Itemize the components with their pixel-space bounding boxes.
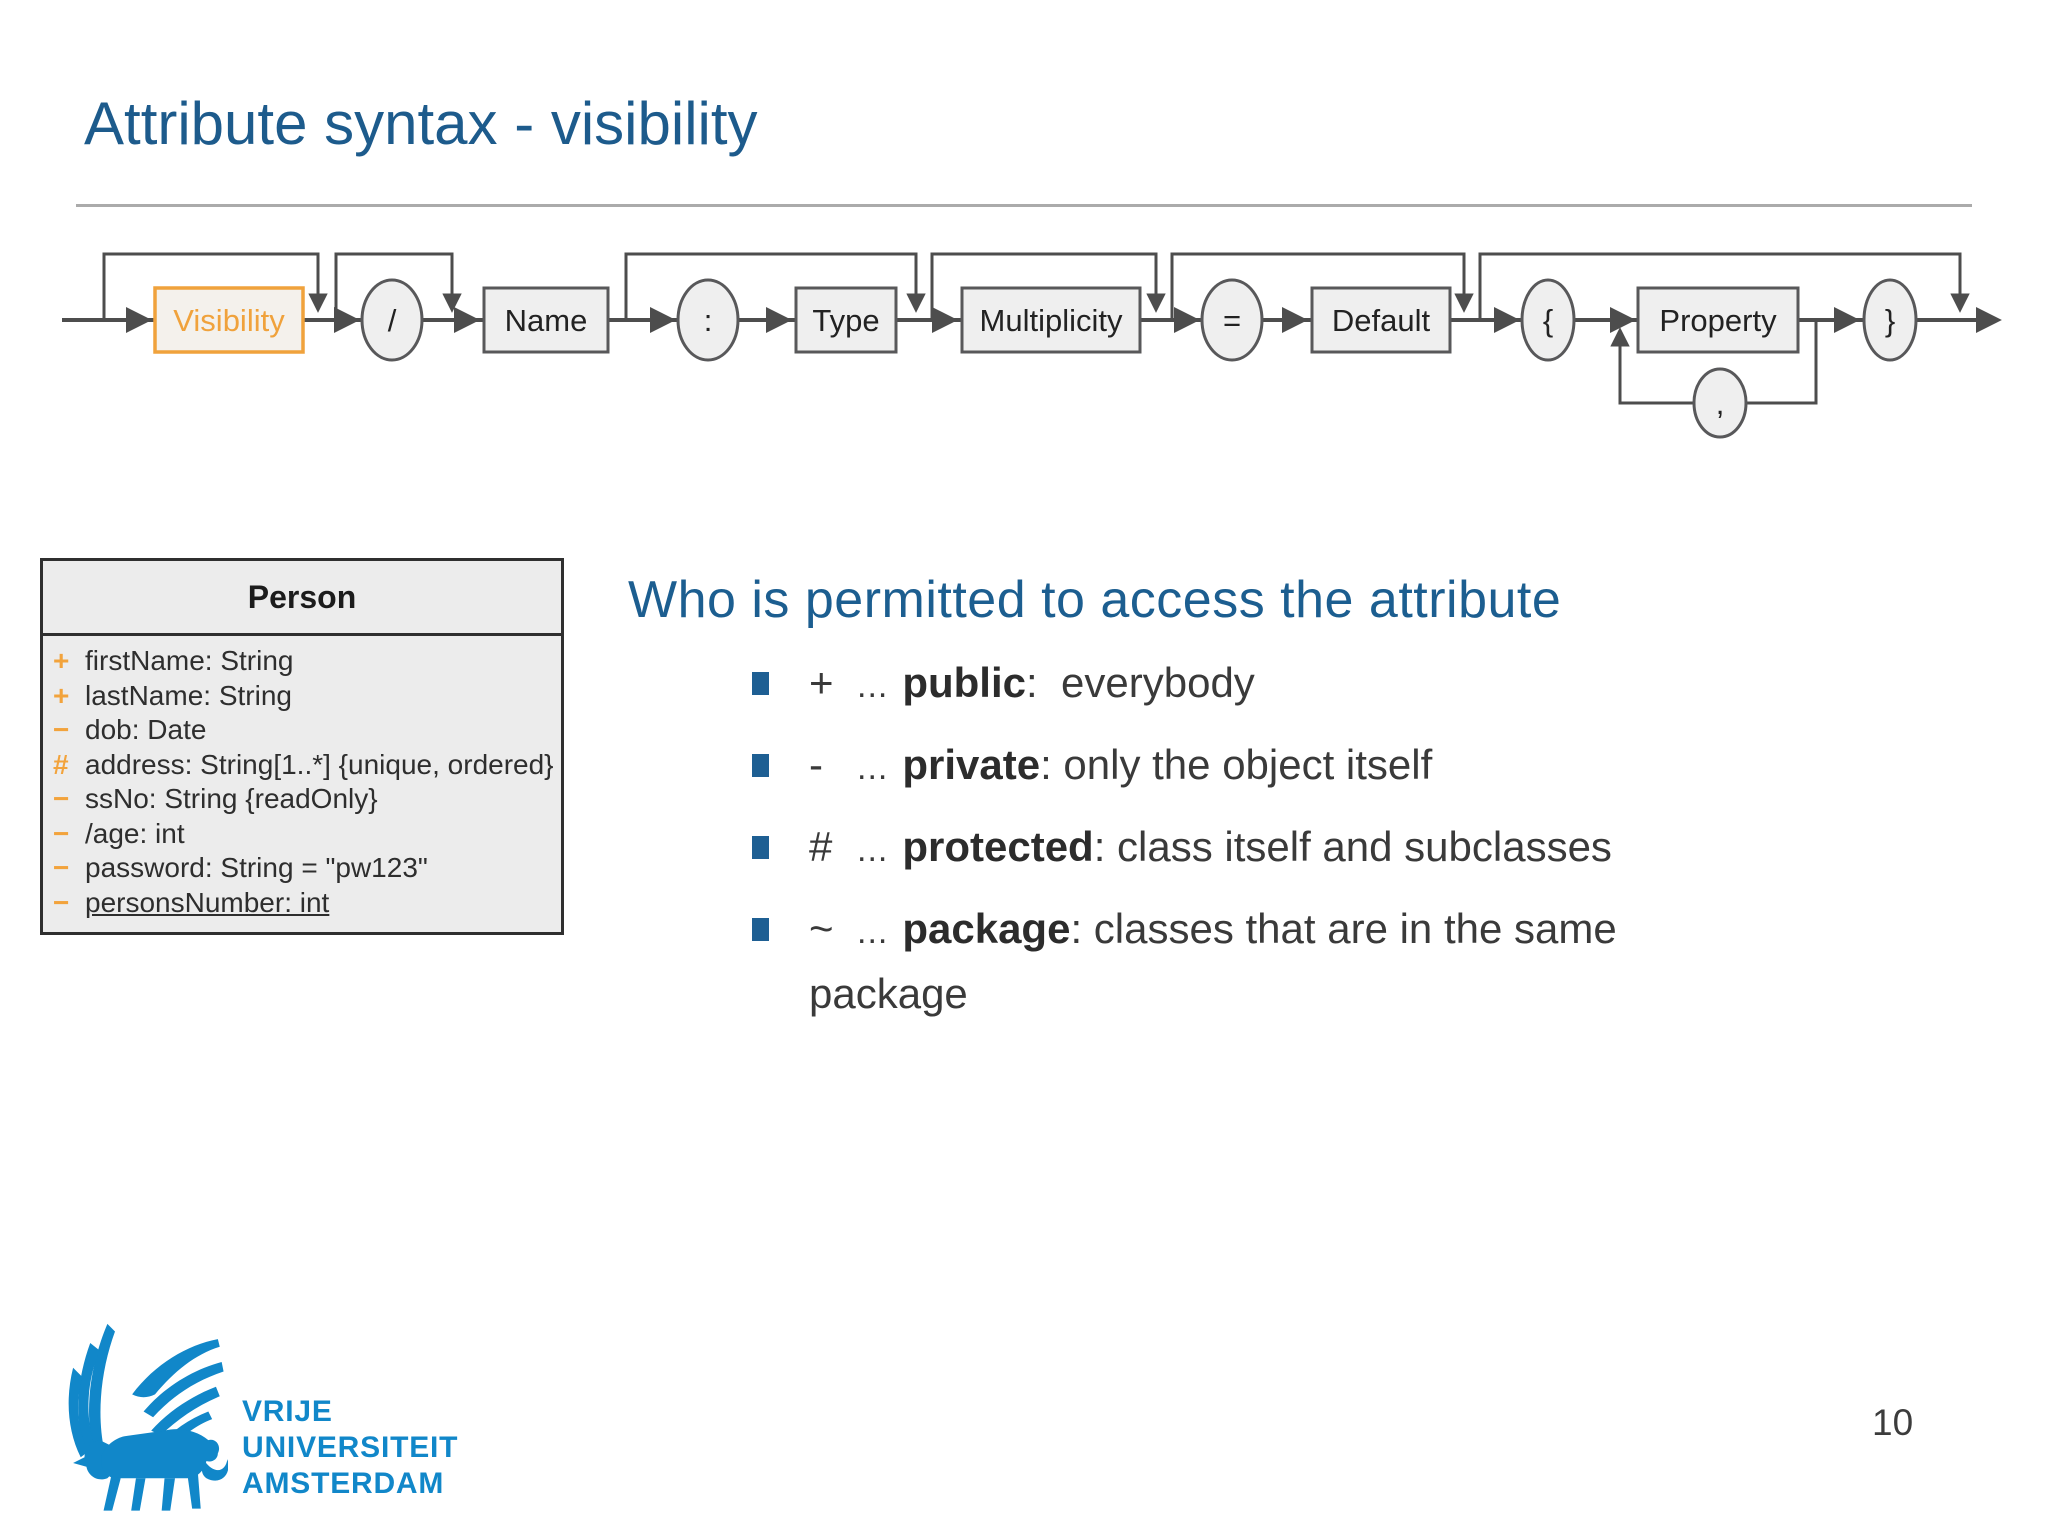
node-multiplicity-box <box>960 286 1142 354</box>
bullet-protected: #... protected: class itself and subclass… <box>752 816 1972 881</box>
skip-slash <box>334 252 462 320</box>
visibility-symbol: + <box>53 645 70 676</box>
visibility-symbol: − <box>53 714 70 745</box>
title-divider <box>76 204 1972 207</box>
node-slash-ellipse <box>360 278 424 362</box>
bullet-square-icon <box>752 918 769 941</box>
node-visibility-box <box>153 286 305 354</box>
keyword: private <box>902 741 1041 788</box>
bullet-square-icon <box>752 754 769 777</box>
railroad-node-multiplicity: Multiplicity <box>980 303 1123 338</box>
bullet-description: : everybody <box>1026 659 1255 706</box>
attribute-syntax-railroad-diagram: Visibility / Name : Type Multiplicity = … <box>62 252 2002 439</box>
railroad-node-default: Default <box>1332 303 1431 338</box>
skip-visibility <box>102 252 328 320</box>
attribute-text: dob: Date <box>85 714 207 745</box>
visibility-symbol: + <box>809 659 834 706</box>
ellipsis: ... <box>857 749 889 787</box>
attribute-text: /age: int <box>85 817 185 849</box>
uml-attribute-row: − ssNo: String {readOnly} <box>53 782 549 817</box>
ellipsis: ... <box>857 913 889 951</box>
visibility-bullet-list: +... public: everybody -... private: only … <box>752 652 1972 1042</box>
railroad-node-comma: , <box>1716 386 1725 421</box>
node-name-box <box>482 286 610 354</box>
visibility-symbol: − <box>53 886 70 918</box>
visibility-symbol: # <box>809 823 833 870</box>
vu-logo-line3: AMSTERDAM <box>242 1467 445 1500</box>
visibility-symbol: ~ <box>809 905 834 952</box>
uml-attribute-row: # address: String[1..*] {unique, ordered… <box>53 748 554 783</box>
attribute-text: address: String[1..*] {unique, ordered} <box>85 748 554 780</box>
attribute-text: password: String = "pw123" <box>85 852 428 883</box>
keyword: package <box>902 905 1071 952</box>
railroad-node-open-brace: { <box>1543 303 1553 338</box>
skip-multiplicity <box>930 252 1166 320</box>
vu-logo-line1: VRIJE <box>242 1395 333 1428</box>
uml-attribute-row: − personsNumber: int <box>53 886 549 921</box>
page-title: Attribute syntax - visibility <box>84 90 758 157</box>
railroad-node-type: Type <box>812 303 879 338</box>
attribute-text: firstName: String <box>85 645 294 676</box>
vu-logo-text: VRIJE UNIVERSITEIT AMSTERDAM <box>242 1394 458 1522</box>
skip-colon-type <box>624 252 926 320</box>
node-equals-ellipse <box>1200 278 1264 362</box>
uml-attribute-row: − /age: int <box>53 817 549 852</box>
visibility-symbol: − <box>53 783 70 814</box>
visibility-symbol: + <box>53 679 70 711</box>
node-comma-ellipse <box>1692 367 1748 439</box>
uml-attribute-row: + firstName: String <box>53 644 549 679</box>
uml-class-person: Person + firstName: String + lastName: S… <box>40 558 564 935</box>
vu-logo-line2: UNIVERSITEIT <box>242 1431 459 1464</box>
node-open-brace-ellipse <box>1520 278 1576 362</box>
railroad-node-close-brace: } <box>1885 303 1895 338</box>
uml-class-name: Person <box>43 561 561 636</box>
node-default-box <box>1310 286 1452 354</box>
attribute-text-underlined: personsNumber: int <box>85 886 330 918</box>
attribute-text: ssNo: String {readOnly} <box>85 783 378 814</box>
bullet-description: : only the object itself <box>1040 741 1433 788</box>
railroad-node-equals: = <box>1223 303 1241 338</box>
skip-default <box>1170 252 1474 320</box>
bullet-square-icon <box>752 836 769 859</box>
bullet-public: +... public: everybody <box>752 652 1972 717</box>
keyword: protected <box>902 823 1094 870</box>
node-close-brace-ellipse <box>1862 278 1918 362</box>
bullet-description: : classes that are in the same <box>1070 905 1617 952</box>
uml-attribute-row: − password: String = "pw123" <box>53 851 549 886</box>
bullet-description: : class itself and subclasses <box>1093 823 1612 870</box>
railroad-node-slash: / <box>388 303 397 338</box>
railroad-node-visibility: Visibility <box>173 303 285 338</box>
visibility-symbol: # <box>53 748 69 780</box>
uml-attribute-list: + firstName: String + lastName: String −… <box>43 636 561 932</box>
node-property-box <box>1636 286 1800 354</box>
skip-property-block <box>1478 252 1970 320</box>
vu-logo: VRIJE UNIVERSITEIT AMSTERDAM <box>42 1322 458 1522</box>
bullet-description-line2: package <box>809 970 968 1017</box>
railroad-node-name: Name <box>505 303 588 338</box>
visibility-symbol: − <box>53 817 70 849</box>
node-type-box <box>794 286 898 354</box>
visibility-symbol: - <box>809 741 823 788</box>
page-number: 10 <box>1872 1402 1914 1443</box>
ellipsis: ... <box>857 667 889 705</box>
uml-attribute-row: + lastName: String <box>53 679 549 714</box>
keyword: public <box>902 659 1027 706</box>
ellipsis: ... <box>857 831 889 869</box>
railroad-node-property: Property <box>1659 303 1777 338</box>
node-colon-ellipse <box>676 278 740 362</box>
bullet-square-icon <box>752 672 769 695</box>
content-heading: Who is permitted to access the attribute <box>628 571 1562 629</box>
bullet-package: ~...package: classes that are in the sam… <box>752 898 1972 1025</box>
attribute-text: lastName: String <box>85 679 292 711</box>
vu-griffin-icon <box>68 1323 228 1511</box>
railroad-node-colon: : <box>704 303 713 338</box>
uml-attribute-row: − dob: Date <box>53 713 549 748</box>
visibility-symbol: − <box>53 852 70 883</box>
bullet-private: -... private: only the object itself <box>752 734 1972 799</box>
